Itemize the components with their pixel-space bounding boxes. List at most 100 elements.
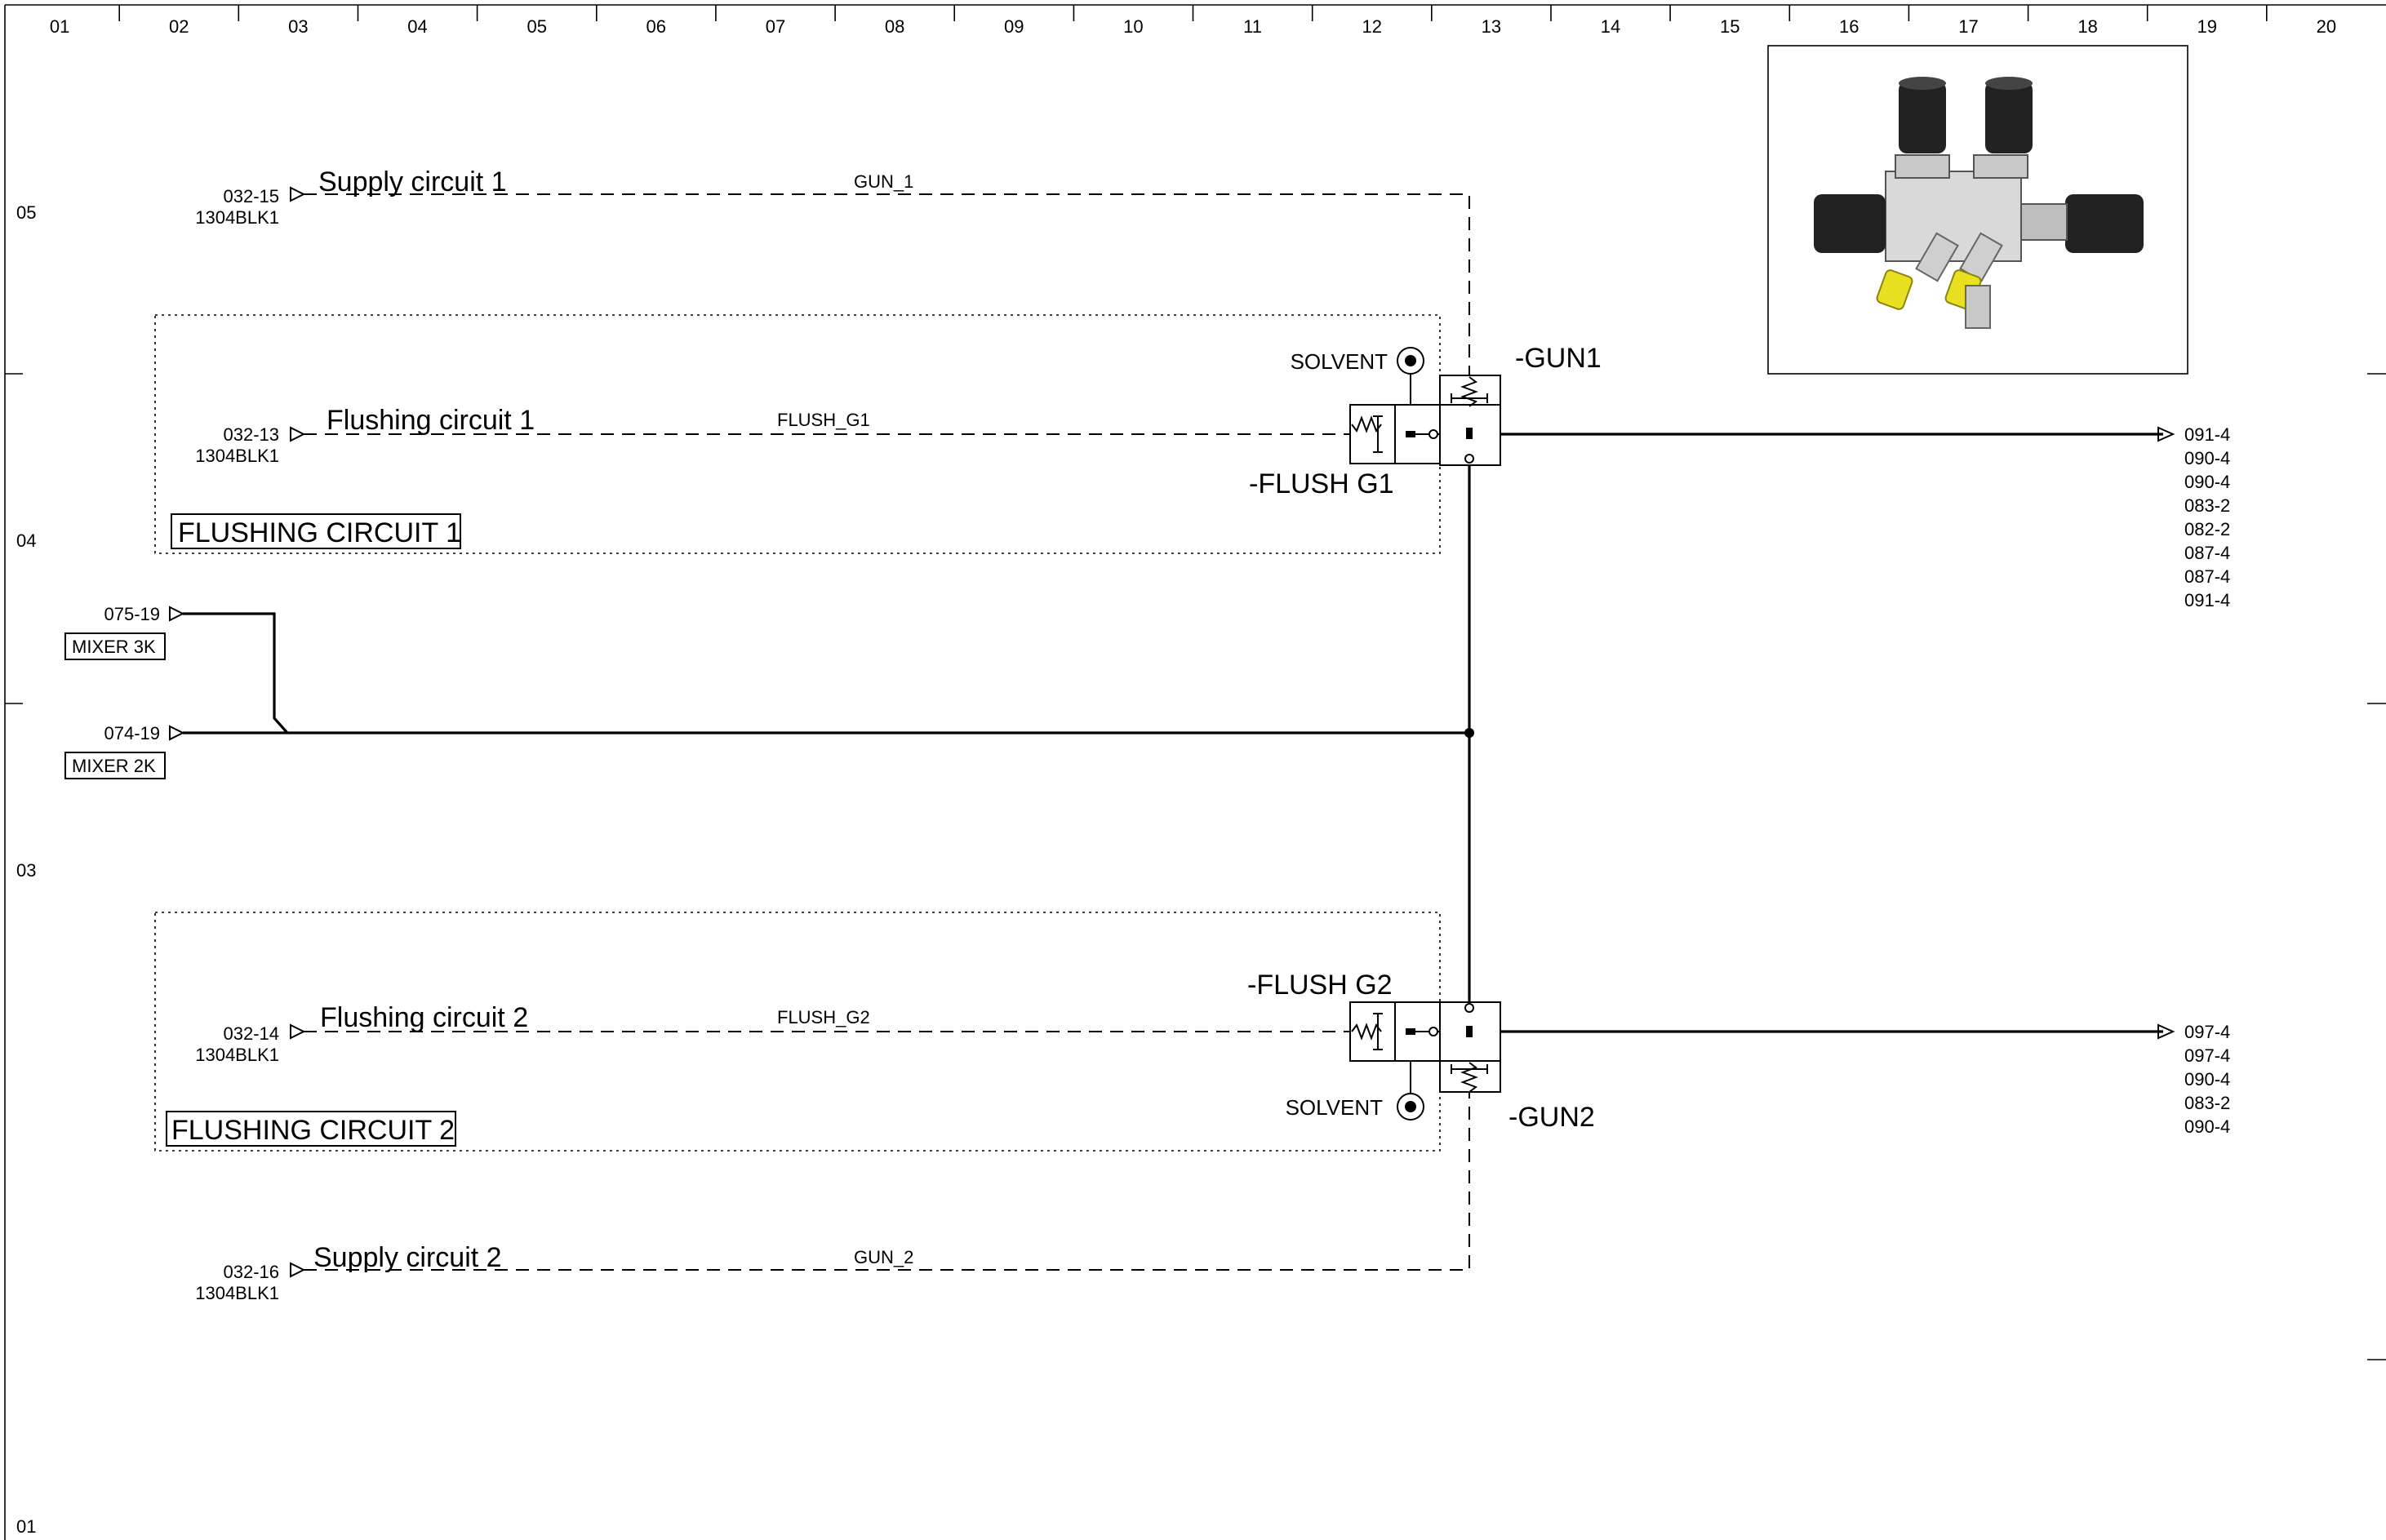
output-ref: 082-2 (2184, 519, 2230, 539)
circuit-label: Flushing circuit 1 (327, 405, 535, 436)
column-label: 02 (169, 16, 189, 37)
output-ref: 097-4 (2184, 1045, 2230, 1066)
column-label: 03 (288, 16, 308, 37)
output-ref: 090-4 (2184, 1069, 2230, 1090)
supply-circuit-1: 032-15 1304BLK1 Supply circuit 1 GUN_1 (195, 166, 1470, 375)
valve-label: -GUN1 (1515, 343, 1602, 374)
column-label: 13 (1482, 16, 1501, 37)
output-ref: 091-4 (2184, 424, 2230, 445)
column-label: 08 (885, 16, 904, 37)
output-ref: 091-4 (2184, 590, 2230, 610)
group-title: FLUSHING CIRCUIT 2 (171, 1115, 455, 1146)
output-refs-1: 091-4 090-4 090-4 083-2 082-2 087-4 087-… (2184, 424, 2230, 610)
circuit-label: Supply circuit 1 (318, 166, 507, 197)
signal-label: GUN_1 (854, 171, 913, 192)
spring-icon (1460, 1062, 1478, 1093)
ref-label: 032-15 (223, 186, 279, 206)
pneumatic-line (304, 1092, 1470, 1271)
cable-label: 1304BLK1 (195, 446, 279, 466)
row-label: 03 (16, 860, 36, 881)
flushing-circuit-1: 032-13 1304BLK1 Flushing circuit 1 FLUSH… (154, 314, 1441, 554)
group-title: FLUSHING CIRCUIT 1 (178, 517, 461, 548)
output-line-1: 091-4 090-4 090-4 083-2 082-2 087-4 087-… (1500, 424, 2230, 610)
valve-label: -FLUSH G1 (1249, 468, 1394, 499)
signal-label: GUN_2 (854, 1247, 913, 1267)
product-image (1767, 45, 2188, 375)
spring-icon (1351, 1023, 1382, 1041)
row-label: 01 (16, 1516, 36, 1537)
column-label: 04 (407, 16, 427, 37)
output-ref: 097-4 (2184, 1022, 2230, 1042)
connector-arrow-icon (290, 1023, 306, 1040)
output-ref: 087-4 (2184, 566, 2230, 587)
spring-icon (1351, 415, 1382, 433)
circuit-label: Supply circuit 2 (313, 1242, 502, 1273)
signal-label: FLUSH_G2 (777, 1007, 870, 1027)
group-title-box (171, 513, 461, 549)
output-ref: 090-4 (2184, 472, 2230, 492)
connector-arrow-icon (290, 186, 306, 202)
valve-gun2: -GUN2 (1439, 1001, 1595, 1133)
column-label: 06 (646, 16, 666, 37)
mixer-box (64, 752, 166, 779)
ref-label: 032-16 (223, 1262, 279, 1282)
solvent-label: SOLVENT (1291, 349, 1389, 374)
junction-dot (1464, 728, 1474, 738)
valve-flush-g2: -FLUSH G2 (1247, 970, 1441, 1062)
column-label: 18 (2077, 16, 2097, 37)
mixer-label: MIXER 3K (72, 637, 156, 657)
row-ruler: 05 04 03 01 (5, 202, 2386, 1537)
connector-arrow-icon (290, 426, 306, 442)
cable-label: 1304BLK1 (195, 1045, 279, 1065)
column-label: 01 (50, 16, 69, 37)
column-label: 19 (2197, 16, 2217, 37)
cable-label: 1304BLK1 (195, 1283, 279, 1303)
spring-icon (1460, 376, 1478, 407)
valve-flush-g1: -FLUSH G1 (1249, 404, 1441, 499)
row-label: 04 (16, 530, 36, 551)
flushing-circuit-2: 032-14 1304BLK1 Flushing circuit 2 FLUSH… (154, 912, 1441, 1152)
column-label: 10 (1123, 16, 1143, 37)
output-ref: 090-4 (2184, 1116, 2230, 1137)
output-ref: 087-4 (2184, 543, 2230, 563)
pneumatic-line (304, 193, 1470, 375)
mixer-3k: 075-19 MIXER 3K (64, 604, 289, 734)
output-ref: 090-4 (2184, 448, 2230, 468)
connector-arrow-icon (169, 606, 185, 622)
ref-label: 074-19 (104, 723, 160, 743)
solvent-source-1: SOLVENT (1291, 347, 1424, 405)
supply-circuit-2: 032-16 1304BLK1 Supply circuit 2 GUN_2 (195, 1092, 1470, 1303)
ref-label: 075-19 (104, 604, 160, 624)
valve-label: -FLUSH G2 (1247, 970, 1393, 1001)
column-label: 20 (2317, 16, 2336, 37)
mixer-label: MIXER 2K (72, 756, 156, 776)
column-label: 15 (1720, 16, 1740, 37)
solvent-label: SOLVENT (1286, 1095, 1384, 1120)
column-label: 14 (1601, 16, 1620, 37)
valve-gun1: -GUN1 (1439, 343, 1602, 466)
output-ref: 083-2 (2184, 1093, 2230, 1113)
mixer-box (64, 632, 166, 660)
column-ruler: 01 02 03 04 05 06 07 08 09 10 11 12 13 14 15 16 17 18 19 20 (50, 5, 2336, 37)
column-label: 07 (766, 16, 785, 37)
signal-label: FLUSH_G1 (777, 410, 870, 430)
cable-label: 1304BLK1 (195, 207, 279, 228)
connector-arrow-icon (290, 1262, 306, 1278)
solvent-source-2: SOLVENT (1286, 1061, 1424, 1121)
column-label: 11 (1243, 16, 1262, 37)
valve-label: -GUN2 (1508, 1102, 1595, 1133)
column-label: 05 (527, 16, 546, 37)
output-line-2: 097-4 097-4 090-4 083-2 090-4 (1500, 1022, 2230, 1137)
row-label: 05 (16, 202, 36, 223)
valve-assembly-icon (1814, 77, 2144, 329)
column-label: 16 (1839, 16, 1859, 37)
column-label: 17 (1958, 16, 1978, 37)
column-label: 09 (1004, 16, 1024, 37)
mixer-2k: 074-19 MIXER 2K (64, 723, 1469, 779)
connector-arrow-icon (169, 725, 185, 741)
output-ref: 083-2 (2184, 495, 2230, 516)
group-title-box (166, 1111, 456, 1147)
column-label: 12 (1362, 16, 1381, 37)
ref-label: 032-14 (223, 1023, 279, 1044)
